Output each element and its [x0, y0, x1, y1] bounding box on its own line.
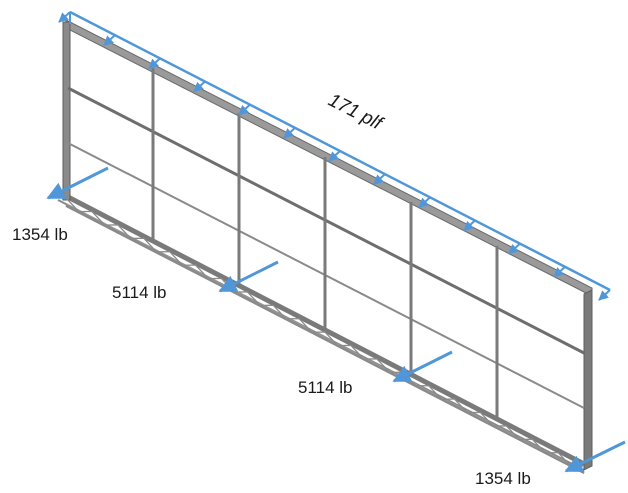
reaction-arrow-3 — [392, 350, 453, 383]
load-arrow — [328, 150, 341, 162]
distributed-load-label: 171 plf — [325, 90, 387, 135]
reaction-arrow-1 — [46, 166, 109, 200]
reaction-label-3: 5114 lb — [298, 378, 353, 397]
load-arrow — [58, 11, 71, 23]
load-arrow — [598, 289, 611, 301]
load-arrow — [418, 196, 431, 209]
truss-lower-chord — [65, 204, 585, 474]
load-arrow — [283, 127, 296, 139]
load-arrow — [103, 34, 116, 46]
left-post — [62, 21, 71, 201]
reaction-label-2: 5114 lb — [112, 283, 167, 302]
reaction-arrows — [46, 166, 626, 473]
load-arrow — [508, 242, 521, 255]
load-arrow — [553, 266, 566, 278]
load-arrow — [148, 57, 161, 70]
reaction-label-4: 1354 lb — [475, 469, 531, 488]
load-arrow — [373, 173, 386, 185]
reaction-label-1: 1354 lb — [12, 225, 68, 244]
truss-web — [65, 197, 585, 474]
reaction-arrow-4 — [564, 440, 626, 473]
truss-web-line — [65, 197, 585, 467]
load-arrows — [58, 11, 611, 301]
load-arrow — [238, 103, 251, 116]
right-end — [583, 289, 593, 471]
load-arrow — [193, 80, 206, 93]
reaction-arrow-2 — [218, 260, 279, 293]
load-arrow — [463, 219, 476, 232]
